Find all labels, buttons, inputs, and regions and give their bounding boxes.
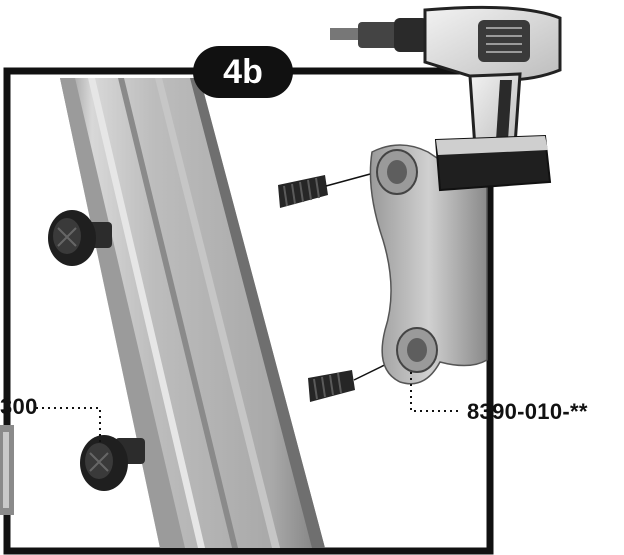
screw-icon-lower xyxy=(308,370,355,402)
part-number-label-screw: 8390-010-** xyxy=(467,399,588,424)
screw-icon xyxy=(278,175,328,208)
step-number-badge: 4b xyxy=(193,46,293,98)
cordless-drill-icon xyxy=(330,5,562,192)
bracket-part xyxy=(369,144,488,385)
part-number-label-bolt: 300 xyxy=(0,394,38,419)
bolt-icon xyxy=(48,210,112,266)
leader-line-left xyxy=(36,407,101,445)
leader-line-right xyxy=(410,372,462,412)
bolt-icon-lower xyxy=(80,435,145,491)
partial-part-edge xyxy=(0,425,14,515)
metal-post xyxy=(60,78,325,548)
